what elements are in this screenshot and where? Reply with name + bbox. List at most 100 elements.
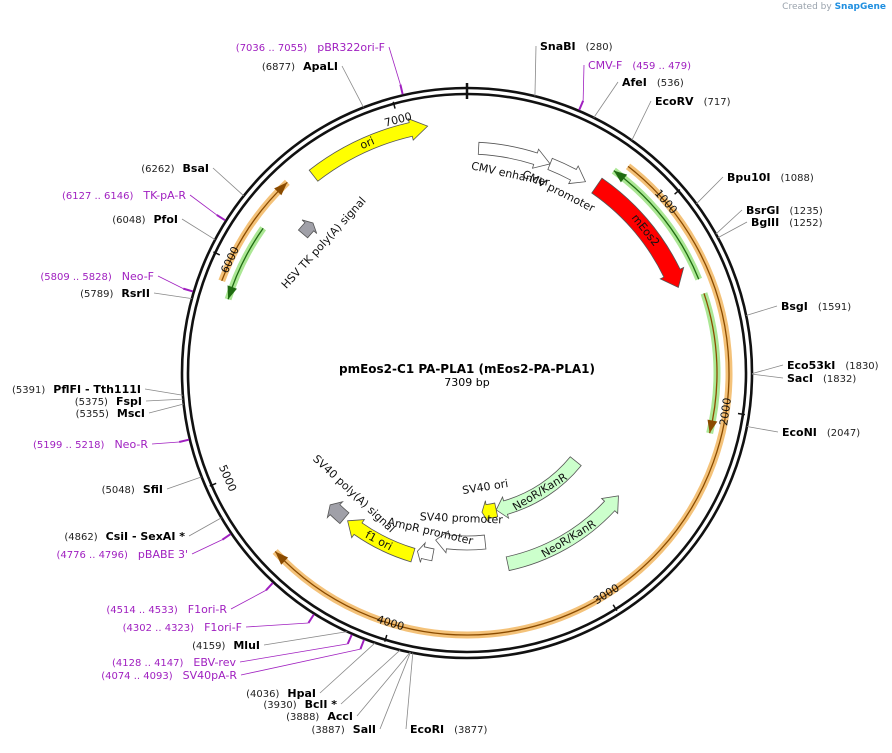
feature-label: SV40 promoter	[420, 510, 504, 526]
site-name: EcoRV	[655, 95, 694, 108]
orf-arrowhead	[274, 182, 288, 196]
feature-arrow-sv40-ori	[481, 500, 499, 523]
primer-marker	[578, 100, 585, 111]
primer-label: (4128 .. 4147)EBV-rev	[112, 656, 236, 669]
site-position: (4036)	[246, 689, 279, 700]
primer-position: (4074 .. 4093)	[101, 671, 173, 682]
site-position: (1088)	[781, 173, 814, 184]
credit-prefix: Created by	[782, 2, 832, 12]
site-label: BglII (1252)	[751, 216, 823, 229]
feature-arrow-cmv-enhancer	[477, 141, 551, 169]
site-position: (1235)	[789, 206, 822, 217]
site-position: (6877)	[262, 62, 295, 73]
primer-name: F1ori-F	[204, 621, 242, 634]
plasmid-length: 7309 bp	[444, 376, 489, 389]
site-label: SnaBI(280)	[540, 40, 613, 53]
feature-arrow-hsv-tk-poly-a-signal	[297, 219, 318, 239]
site-name: EcoRI	[410, 723, 444, 736]
site-position: (1252)	[789, 218, 822, 229]
site-name: AccI	[327, 710, 353, 723]
primer-label: (4302 .. 4323) F1ori-F	[123, 621, 242, 634]
site-position: (5048)	[102, 485, 135, 496]
primer-leader-line	[388, 46, 401, 85]
feature-label: CMV promoter	[520, 168, 597, 215]
primer-name: SV40pA-R	[183, 669, 238, 682]
snapgene-logo: SnapGene	[834, 2, 886, 12]
site-label: (6877)ApaLI	[262, 60, 338, 73]
site-leader-line	[319, 642, 376, 694]
primer-marker	[346, 634, 353, 645]
site-label: BsrGI(1235)	[746, 204, 823, 217]
site-label: EcoRI (3877)	[410, 723, 488, 736]
primer-leader-line	[230, 589, 267, 610]
site-position: (5391)	[12, 385, 45, 396]
tick-label: 4000	[375, 613, 406, 634]
site-name: BclI *	[305, 698, 338, 711]
site-leader-line	[166, 476, 202, 490]
site-leader-line	[751, 373, 784, 379]
orf-arrowhead	[707, 419, 718, 434]
site-leader-line	[181, 218, 216, 241]
site-leader-line	[356, 652, 411, 717]
primer-marker	[307, 613, 315, 624]
site-name: FspI	[116, 395, 142, 408]
primer-name: TK-pA-R	[142, 189, 186, 202]
site-leader-line	[263, 631, 348, 646]
primer-name: Neo-R	[114, 438, 148, 451]
feature-label: ori	[358, 134, 376, 152]
orf-line	[703, 293, 718, 434]
primer-marker	[216, 214, 226, 222]
tick-mark	[213, 251, 221, 256]
orf-arrowhead	[613, 170, 628, 183]
site-leader-line	[696, 176, 724, 205]
primer-leader-line	[239, 643, 348, 663]
site-position: (4159)	[192, 641, 225, 652]
tick-mark	[384, 634, 388, 642]
site-position: (3888)	[286, 712, 319, 723]
site-position: (6262)	[141, 164, 174, 175]
primer-label: (4514 .. 4533)F1ori-R	[106, 603, 227, 616]
feature-label: SV40 ori	[461, 477, 509, 497]
site-label: EcoNI(2047)	[782, 426, 860, 439]
primer-marker	[399, 84, 404, 95]
site-leader-line	[212, 167, 245, 197]
primer-position: (4302 .. 4323)	[123, 623, 195, 634]
site-label: (6048)PfoI	[112, 213, 178, 226]
site-name: PflFI - Tth111I	[53, 383, 141, 396]
primer-marker	[221, 533, 232, 541]
primer-leader-line	[191, 539, 223, 555]
site-name: SacI	[787, 372, 813, 385]
tick-label: 3000	[591, 581, 622, 607]
orf-arrowhead	[227, 285, 237, 300]
site-name: BglII	[751, 216, 779, 229]
site-label: (3888) AccI	[286, 710, 353, 723]
tick-mark	[392, 101, 396, 109]
snapgene-credit: Created by SnapGene	[782, 2, 886, 12]
tick-mark	[209, 482, 217, 487]
site-position: (536)	[657, 78, 684, 89]
site-label: Bpu10I(1088)	[727, 171, 814, 184]
site-leader-line	[188, 517, 222, 537]
site-name: PfoI	[154, 213, 179, 226]
feature-arrow-f1-ori	[347, 519, 416, 563]
site-position: (1591)	[818, 302, 851, 313]
site-position: (5789)	[80, 289, 113, 300]
site-label: SacI(1832)	[787, 372, 856, 385]
site-leader-line	[405, 652, 414, 730]
feature-arrow-neor-kanr	[505, 495, 619, 572]
primer-leader-line	[189, 194, 217, 216]
site-label: (3930)BclI *	[263, 698, 337, 711]
primer-name: pBABE 3'	[138, 548, 188, 561]
site-name: BsaI	[183, 162, 209, 175]
site-leader-line	[631, 100, 652, 141]
site-label: BsgI(1591)	[781, 300, 851, 313]
orf-arcs	[218, 163, 733, 639]
site-leader-line	[148, 403, 184, 414]
site-label: EcoRV(717)	[655, 95, 731, 108]
feature-label: HSV TK poly(A) signal	[279, 194, 369, 291]
tick-label: 5000	[216, 463, 239, 494]
feature-arrow-cmv-promoter	[547, 157, 587, 185]
site-leader-line	[715, 209, 743, 235]
site-position: (3877)	[454, 725, 487, 736]
